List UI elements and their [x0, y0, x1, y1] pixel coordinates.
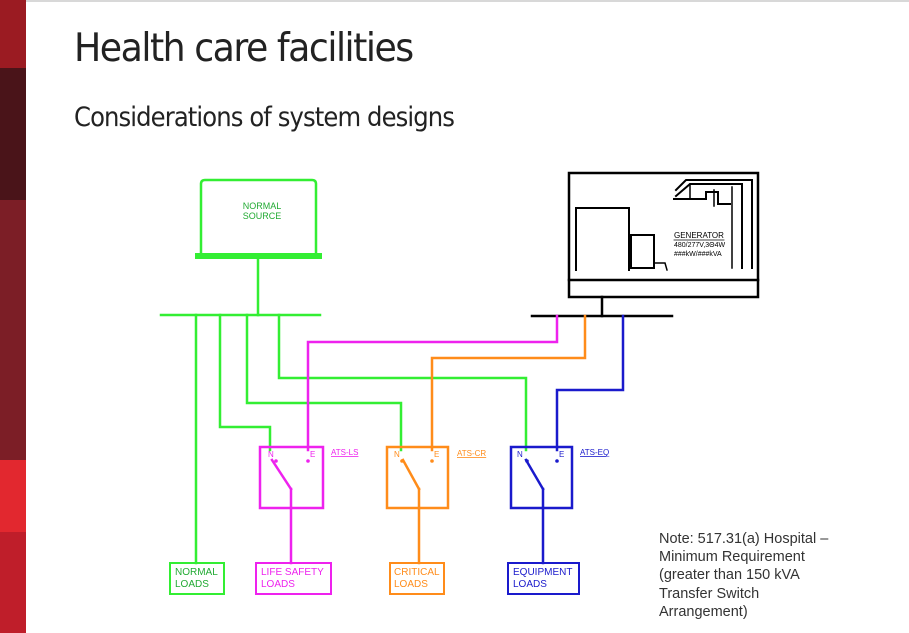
sidebar-band-2: [0, 68, 26, 200]
emergency-feeder-eq: [555, 314, 625, 452]
top-border: [0, 0, 909, 2]
life-safety-loads-label-1: LIFE SAFETY: [261, 567, 324, 578]
normal-loads-box: NORMAL LOADS: [169, 562, 225, 595]
sidebar-band-5: [0, 532, 26, 633]
ats-eq: N E ATS-EQ: [509, 445, 609, 510]
sidebar-band-1: [0, 0, 26, 68]
normal-source: NORMAL SOURCE: [195, 178, 322, 259]
sidebar-band-4: [0, 460, 26, 532]
life-safety-loads-box: LIFE SAFETY LOADS: [255, 562, 332, 595]
equipment-loads-box: EQUIPMENT LOADS: [507, 562, 580, 595]
ats-eq-e: E: [559, 450, 564, 459]
equipment-loads-label-2: LOADS: [513, 579, 547, 590]
ats-ls-n: N: [268, 450, 274, 459]
generator-name: GENERATOR: [674, 231, 724, 240]
page-title: Health care facilities: [74, 26, 414, 71]
equipment-loads-label-1: EQUIPMENT: [513, 567, 572, 578]
normal-bus: [159, 257, 528, 565]
ats-cr: N E ATS-CR: [385, 445, 486, 510]
code-reference-note: Note: 517.31(a) Hospital – Minimum Requi…: [659, 531, 829, 620]
critical-loads-box: CRITICAL LOADS: [389, 562, 445, 595]
ats-ls-e: E: [310, 450, 315, 459]
ats-ls-label: ATS-LS: [331, 448, 358, 457]
critical-loads-label-2: LOADS: [394, 579, 428, 590]
sidebar-band-3: [0, 200, 26, 460]
normal-loads-label-1: NORMAL: [175, 567, 218, 578]
emergency-feeder-ls: [306, 314, 559, 452]
emergency-feeder-cr: [430, 314, 587, 452]
ats-eq-n: N: [517, 450, 523, 459]
ats-eq-label: ATS-EQ: [580, 448, 609, 457]
page-subtitle: Considerations of system designs: [74, 102, 455, 133]
life-safety-loads-label-2: LOADS: [261, 579, 295, 590]
critical-loads-label-1: CRITICAL: [394, 567, 440, 578]
ats-cr-e: E: [434, 450, 439, 459]
generator: GENERATOR 480/277V,3Θ4W ###kW/###kVA: [530, 171, 760, 318]
generator-capacity: ###kW/###kVA: [674, 251, 722, 258]
ats-cr-n: N: [394, 450, 400, 459]
normal-source-label-1: NORMAL: [243, 201, 282, 211]
ats-cr-label: ATS-CR: [457, 449, 486, 458]
normal-loads-label-2: LOADS: [175, 579, 209, 590]
ats-ls: N E ATS-LS: [258, 445, 358, 510]
normal-source-label-2: SOURCE: [243, 211, 282, 221]
generator-rating: 480/277V,3Θ4W: [674, 242, 726, 249]
